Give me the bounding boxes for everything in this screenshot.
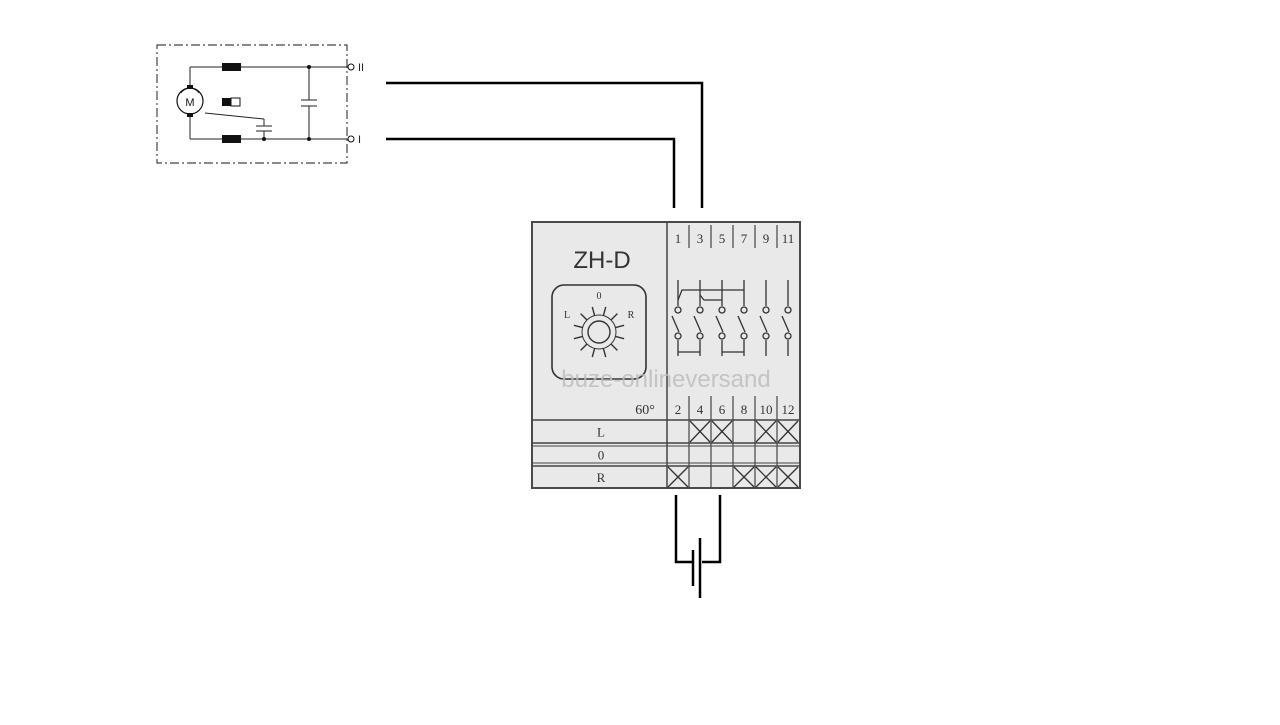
bottom-terminal-4: 4 — [697, 402, 704, 417]
position-table: L 0R — [532, 419, 800, 488]
dial-left-label: L — [564, 310, 570, 321]
battery-icon — [691, 538, 702, 598]
top-terminal-11: 11 — [782, 231, 795, 246]
wire-terminal-II — [386, 81, 704, 208]
wire-battery-right — [702, 495, 722, 564]
closed-contact-mark — [755, 420, 777, 443]
wire-battery-left — [674, 495, 693, 564]
bottom-terminal-6: 6 — [719, 402, 726, 417]
bottom-terminal-8: 8 — [741, 402, 748, 417]
closed-contact-mark — [711, 420, 733, 443]
choke-top-icon — [222, 63, 241, 71]
bottom-terminal-2: 2 — [675, 402, 682, 417]
terminal-upper-icon — [347, 63, 355, 71]
top-terminal-3: 3 — [697, 231, 704, 246]
closed-contact-mark — [733, 466, 755, 488]
top-terminal-9: 9 — [763, 231, 770, 246]
closed-contact-mark — [777, 466, 799, 488]
position-label-0: 0 — [598, 448, 605, 463]
position-label-L: L — [597, 425, 605, 440]
motor-housing-border — [156, 44, 348, 164]
terminal-upper-label: II — [358, 62, 364, 74]
wire-terminal-I — [386, 137, 676, 208]
watermark: buze-onlineversand — [561, 366, 770, 393]
closed-contact-mark — [667, 466, 689, 488]
motor-label: M — [185, 97, 194, 109]
motor-block: M II I — [156, 44, 364, 164]
switch-angle: 60° — [635, 403, 655, 418]
top-terminal-7: 7 — [741, 231, 748, 246]
dial-zero-label: 0 — [597, 291, 602, 302]
motor-icon: M — [176, 85, 204, 117]
dial-right-label: R — [628, 310, 635, 321]
closed-contact-mark — [689, 420, 711, 443]
closed-contact-mark — [777, 420, 799, 443]
position-label-R: R — [597, 470, 606, 485]
choke-bottom-icon — [222, 135, 241, 143]
bottom-terminal-10: 10 — [760, 402, 773, 417]
field-winding-icon — [222, 98, 231, 106]
bottom-terminal-12: 12 — [782, 402, 795, 417]
terminal-lower-label: I — [358, 134, 361, 146]
closed-contact-mark — [755, 466, 777, 488]
motor-wires — [386, 81, 704, 208]
top-terminal-1: 1 — [675, 231, 682, 246]
switch-panel-border — [531, 221, 801, 489]
top-terminal-5: 5 — [719, 231, 726, 246]
terminal-lower-icon — [347, 135, 355, 143]
switch-title: ZH-D — [573, 247, 630, 274]
dial-diagram: 0 L R — [551, 284, 647, 380]
battery-wires — [674, 495, 722, 564]
contact-schematic — [671, 280, 792, 356]
